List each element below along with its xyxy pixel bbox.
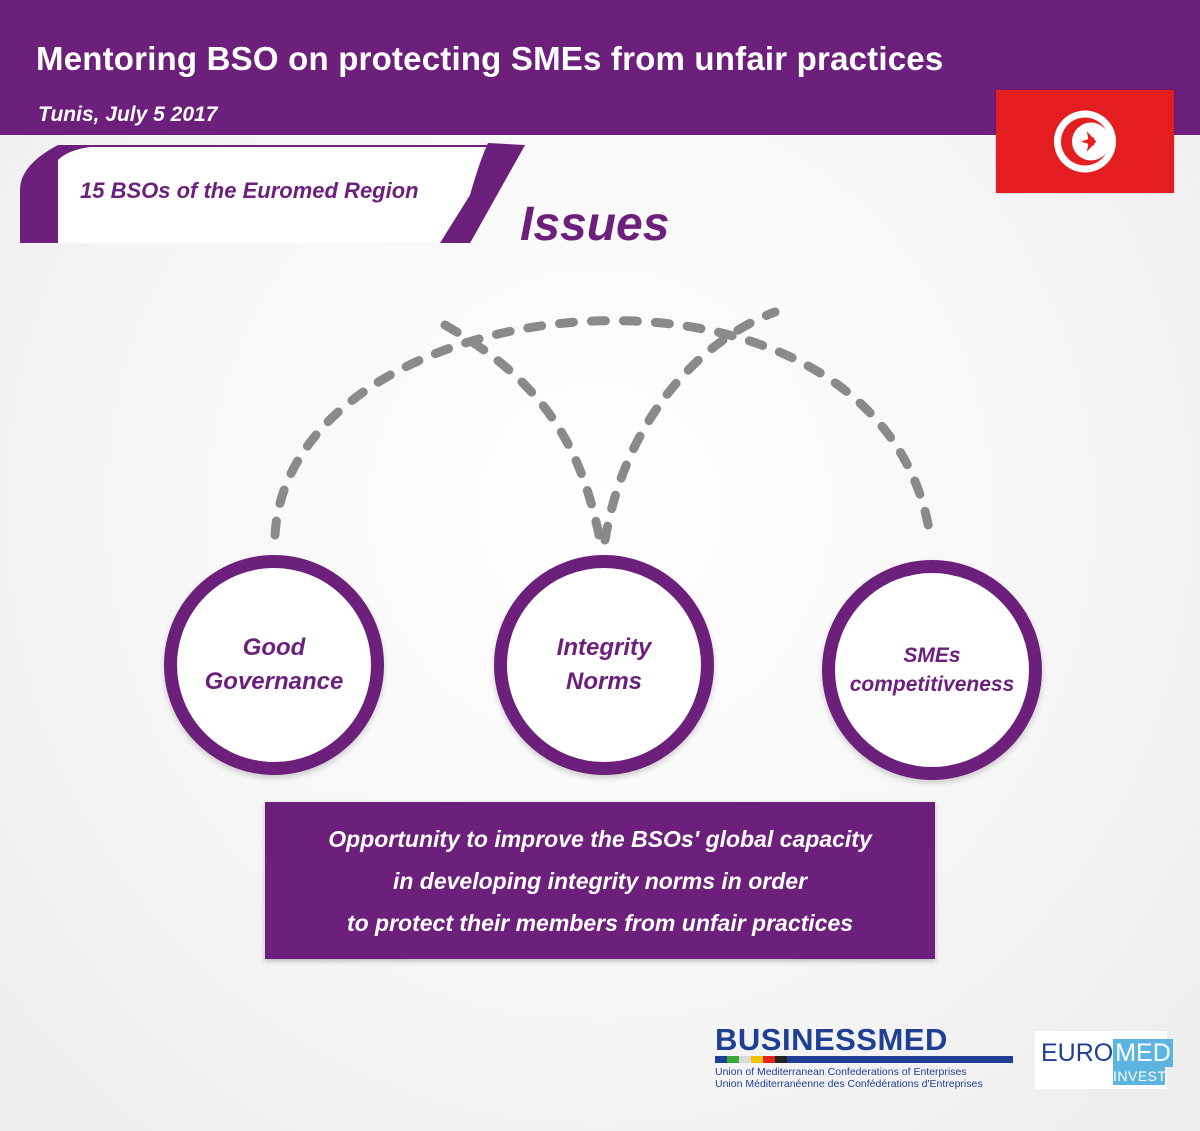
businessmed-logo: BUSINESSMED Union of Mediterranean Confe…	[715, 1022, 1015, 1097]
node-label-line2: Norms	[565, 668, 643, 695]
node-label-line1: Good	[242, 634, 306, 662]
node-label-line2: competitiveness	[849, 673, 1015, 696]
node-label-line2: Governance	[204, 668, 344, 695]
tab-label: 15 BSOs of the Euromed Region	[80, 178, 419, 203]
opportunity-line: in developing integrity norms in order	[392, 867, 808, 894]
euromed-invest-logo: EUROMED INVEST	[1035, 1031, 1173, 1089]
businessmed-subtitle-en: Union of Mediterranean Confederations of…	[715, 1066, 967, 1078]
businessmed-color-bar	[715, 1056, 1013, 1063]
euromed-invest: INVEST	[1113, 1067, 1167, 1085]
tunisia-flag-icon	[996, 90, 1174, 193]
arc-integrity-competitiveness	[600, 307, 780, 545]
tab-inner	[58, 147, 488, 243]
businessmed-wordmark: BUSINESSMED	[715, 1022, 948, 1057]
node-integrity-norms: Integrity Norms	[494, 555, 714, 775]
event-date: Tunis, July 5 2017	[38, 103, 218, 126]
euromed-euro: EURO	[1041, 1039, 1114, 1067]
node-smes-competitiveness: SMEs competitiveness	[822, 560, 1042, 780]
euromed-med: MED	[1113, 1039, 1173, 1067]
issues-heading: Issues	[520, 198, 670, 251]
opportunity-line: to protect their members from unfair pra…	[346, 909, 854, 936]
arc-governance-integrity	[440, 320, 605, 545]
opportunity-line: Opportunity to improve the BSOs' global …	[328, 825, 872, 852]
businessmed-subtitle-fr: Union Méditerranéenne des Confédérations…	[715, 1078, 983, 1090]
node-label-line1: Integrity	[556, 634, 652, 662]
node-label-line1: SMEs	[903, 643, 961, 667]
node-good-governance: Good Governance	[164, 555, 384, 775]
opportunity-box: Opportunity to improve the BSOs' global …	[265, 802, 935, 959]
arc-governance-competitiveness	[270, 316, 935, 540]
page-title: Mentoring BSO on protecting SMEs from un…	[36, 40, 944, 77]
